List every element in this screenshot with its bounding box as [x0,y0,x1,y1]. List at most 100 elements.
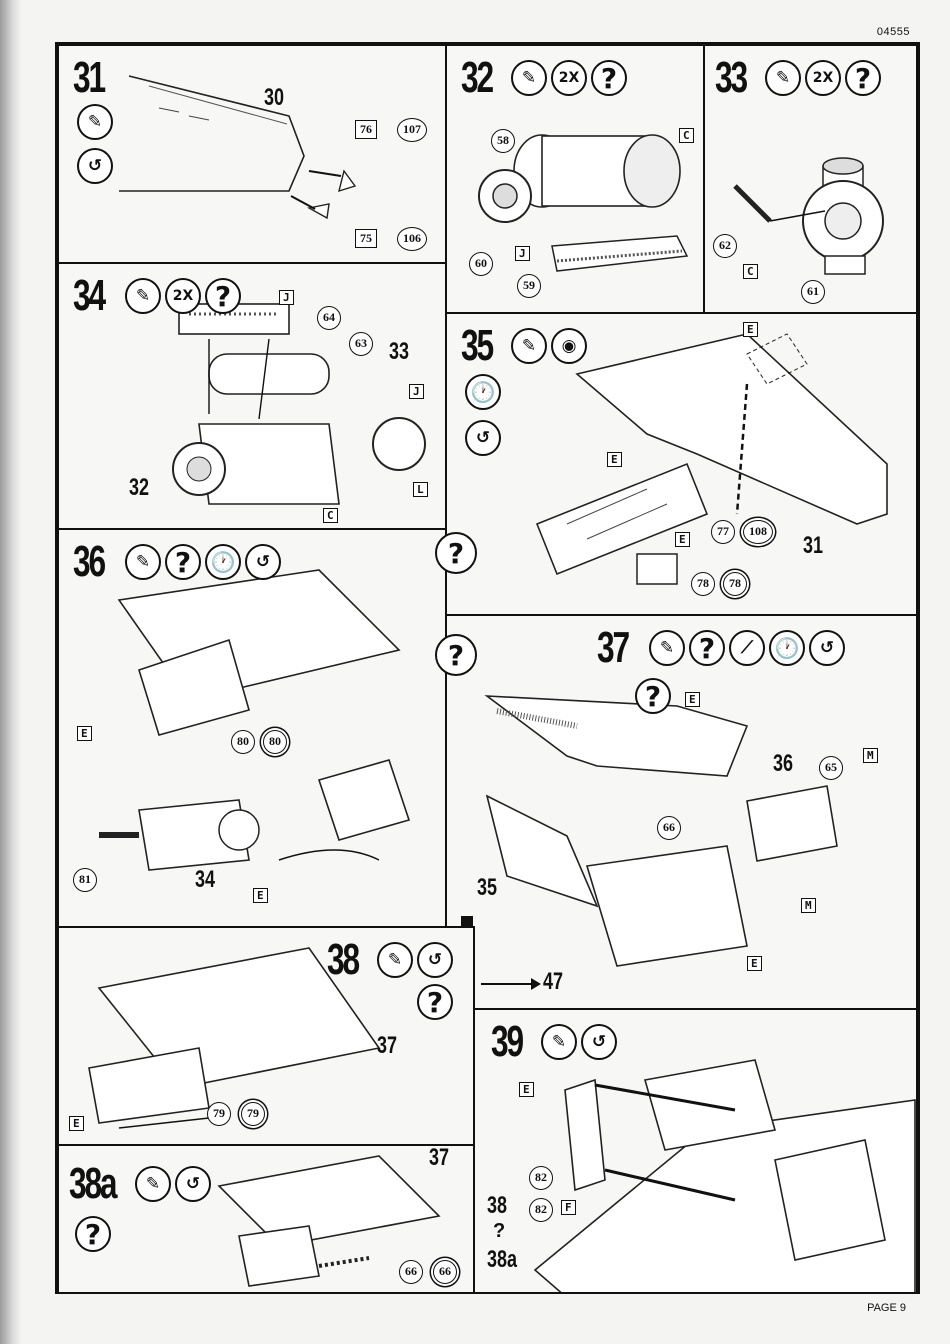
page-edge-shadow [0,0,22,1344]
rotate-icon: ↺ [175,1166,211,1202]
clock-icon: 🕐 [465,374,501,410]
glue-tube-icon: ✎ [77,104,113,140]
glue-e: E [77,726,92,741]
clock-icon: 🕐 [769,630,805,666]
step-34-drawing [59,264,447,530]
step-39-drawing [475,1010,918,1294]
times-2-icon: 2X [551,60,587,96]
glue-j: J [279,290,294,305]
part-64: 64 [317,306,341,330]
glue-e: E [519,1082,534,1097]
rotate-icon: ↺ [77,148,113,184]
glue-l: L [413,482,428,497]
step-37-assembly-35: 35 [477,874,497,902]
step-36-number: 36 [73,540,104,584]
glue-tube-icon: ✎ [125,278,161,314]
part-80: 80 [231,730,255,754]
step-39-number: 39 [491,1020,522,1064]
glue-f: F [561,1200,576,1215]
step-32-number: 32 [461,56,492,100]
page-number: PAGE 9 [867,1302,906,1314]
glue-e: E [69,1116,84,1131]
glue-m: M [863,748,878,763]
step-37-drawing [447,616,918,1010]
question-icon: ? [165,544,201,580]
rotate-icon: ↺ [581,1024,617,1060]
part-81: 81 [73,868,97,892]
times-2-icon: 2X [805,60,841,96]
step-34-number: 34 [73,274,104,318]
part-66: 66 [657,816,681,840]
glue-j: J [409,384,424,399]
step-38-panel: 38 ✎ ↺ ? 37 E 79 79 [57,926,475,1146]
glue-tube-icon: ✎ [135,1166,171,1202]
glue-e: E [743,322,758,337]
step-36-panel: 36 ✎ ? 🕐 ↺ E E 80 80 81 34 [57,528,447,928]
glue-e: E [747,956,762,971]
part-107: 107 [397,118,427,142]
part-82: 82 [529,1166,553,1190]
glue-tube-icon: ✎ [541,1024,577,1060]
step-35-assembly-31: 31 [803,532,823,560]
part-108: 108 [743,520,773,544]
step-31-number: 31 [73,56,104,100]
goto-step-47: 47 [543,968,563,996]
rotate-icon: ↺ [809,630,845,666]
part-78: 78 [691,572,715,596]
glue-m: M [801,898,816,913]
glue-c: C [323,508,338,523]
part-79-b: 79 [241,1102,265,1126]
part-75: 75 [355,229,377,248]
glue-c: C [743,264,758,279]
part-79: 79 [207,1102,231,1126]
step-34-panel: 34 ✎ 2X ? 64 63 33 32 J J L C [57,262,447,530]
step-39-assembly-38: 38 [487,1192,507,1220]
glue-e: E [675,532,690,547]
rotate-icon: ↺ [245,544,281,580]
glue-c: C [679,128,694,143]
part-66: 66 [399,1260,423,1284]
kit-code: 04555 [877,26,910,38]
step-38-number: 38 [327,938,358,982]
step-35-number: 35 [461,324,492,368]
knife-icon: ⟋ [729,630,765,666]
step-31-assembly-30: 30 [264,84,284,112]
step-37-panel: 37 ✎ ? ⟋ 🕐 ↺ ? E 36 65 M 66 35 M E 47 [445,614,918,1010]
step-34-assembly-32: 32 [129,474,149,502]
part-63: 63 [349,332,373,356]
step-36-assembly-34: 34 [195,866,215,894]
step-32-panel: 32 ✎ 2X ? 58 60 59 C J [445,44,705,314]
rotate-icon: ↺ [465,420,501,456]
step-33-panel: 33 ✎ 2X ? 62 61 C [703,44,918,314]
glue-j: J [515,246,530,261]
step-34-assembly-33: 33 [389,338,409,366]
step-38a-assembly-37: 37 [429,1144,449,1172]
step-31-panel: 31 ✎ ↺ 30 76 107 75 106 [57,44,447,264]
question-icon: ? [205,278,241,314]
question-icon: ? [417,984,453,1020]
rotate-icon: ↺ [417,942,453,978]
glue-tube-icon: ✎ [649,630,685,666]
glue-e: E [607,452,622,467]
part-60: 60 [469,252,493,276]
step-38-assembly-37: 37 [377,1032,397,1060]
question-icon: ? [635,678,671,714]
step-35-panel: 35 ✎ ◉ 🕐 ↺ E E E 77 108 78 78 31 [445,312,918,616]
instruction-frame: 31 ✎ ↺ 30 76 107 75 106 32 ✎ 2X ? 58 60 … [55,42,920,1294]
step-39-question-small: ? [493,1220,505,1243]
step-38a-number: 38a [69,1162,115,1206]
step-37-number: 37 [597,626,628,670]
part-82-b: 82 [529,1198,553,1222]
glue-e: E [685,692,700,707]
glue-tube-icon: ✎ [765,60,801,96]
part-80-b: 80 [263,730,287,754]
step-33-number: 33 [715,56,746,100]
step-39-assembly-38a: 38a [487,1246,517,1274]
tape-icon: ◉ [551,328,587,364]
times-2-icon: 2X [165,278,201,314]
question-icon: ? [845,60,881,96]
question-icon: ? [689,630,725,666]
part-61: 61 [801,280,825,304]
step-37-assembly-36: 36 [773,750,793,778]
glue-tube-icon: ✎ [511,60,547,96]
